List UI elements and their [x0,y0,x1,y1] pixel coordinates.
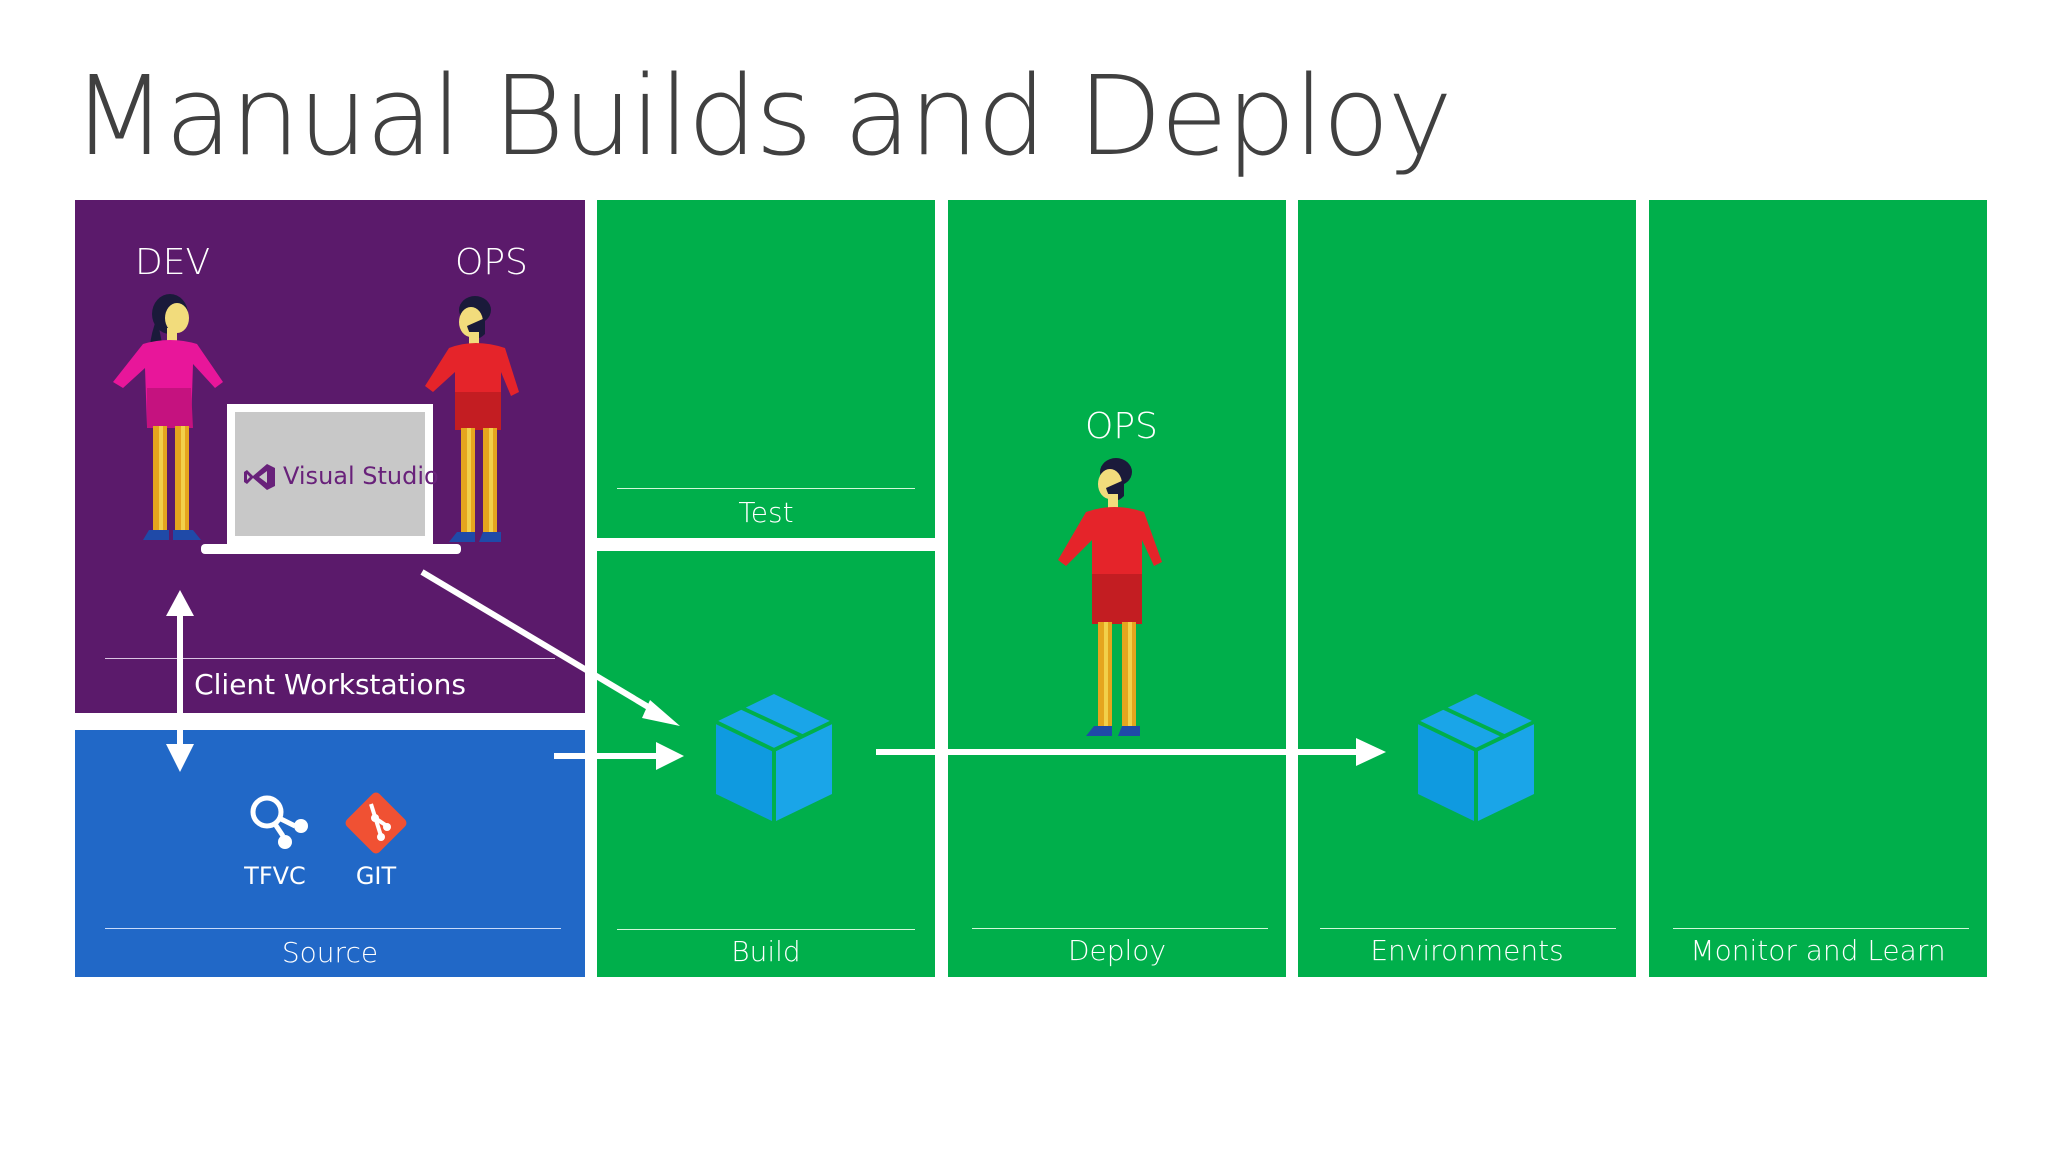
workstation-source-double-arrow [166,590,194,772]
monitor-learn-label: Monitor and Learn [1690,934,1946,967]
build-label: Build [731,935,801,968]
git-icon [345,792,407,854]
build-to-environments-arrow [876,738,1386,766]
ops-label: OPS [455,242,528,283]
client-workstations-divider [105,658,555,659]
tfvc-icon [250,795,308,849]
tfvc-label: TFVC [244,862,306,890]
git-label: GIT [355,862,397,890]
source-label: Source [281,936,379,969]
build-package-icon [715,694,833,822]
build-panel: Build [597,551,935,977]
monitor-learn-divider [1673,928,1969,929]
source-panel: TFVC GIT Source [75,730,585,977]
test-panel: Test [597,200,935,538]
deploy-ops-label: OPS [1085,406,1158,447]
environments-panel: Environments [1298,200,1636,977]
test-divider [617,488,915,489]
environments-label: Environments [1370,934,1564,967]
deploy-divider [972,928,1268,929]
environments-divider [1320,928,1616,929]
client-workstations-panel: DEV OPS Visual Studi [75,200,585,713]
deploy-panel: OPS Deploy [948,200,1286,977]
dev-person-icon [113,294,223,540]
dev-label: DEV [135,242,211,283]
ops-person-icon [425,296,519,542]
source-to-build-arrow [554,742,684,770]
monitor-learn-panel: Monitor and Learn [1649,200,1987,977]
deploy-ops-person-icon [1058,458,1162,736]
client-workstations-label: Client Workstations [194,668,466,701]
slide-title: Manual Builds and Deploy [72,52,1453,180]
test-label: Test [738,496,794,529]
deploy-label: Deploy [1067,934,1167,967]
build-divider [617,929,915,930]
visual-studio-label: Visual Studio [283,462,439,490]
laptop-to-build-arrow [420,569,680,726]
source-divider [105,928,561,929]
environments-package-icon [1417,694,1535,822]
visual-studio-icon [244,464,275,490]
